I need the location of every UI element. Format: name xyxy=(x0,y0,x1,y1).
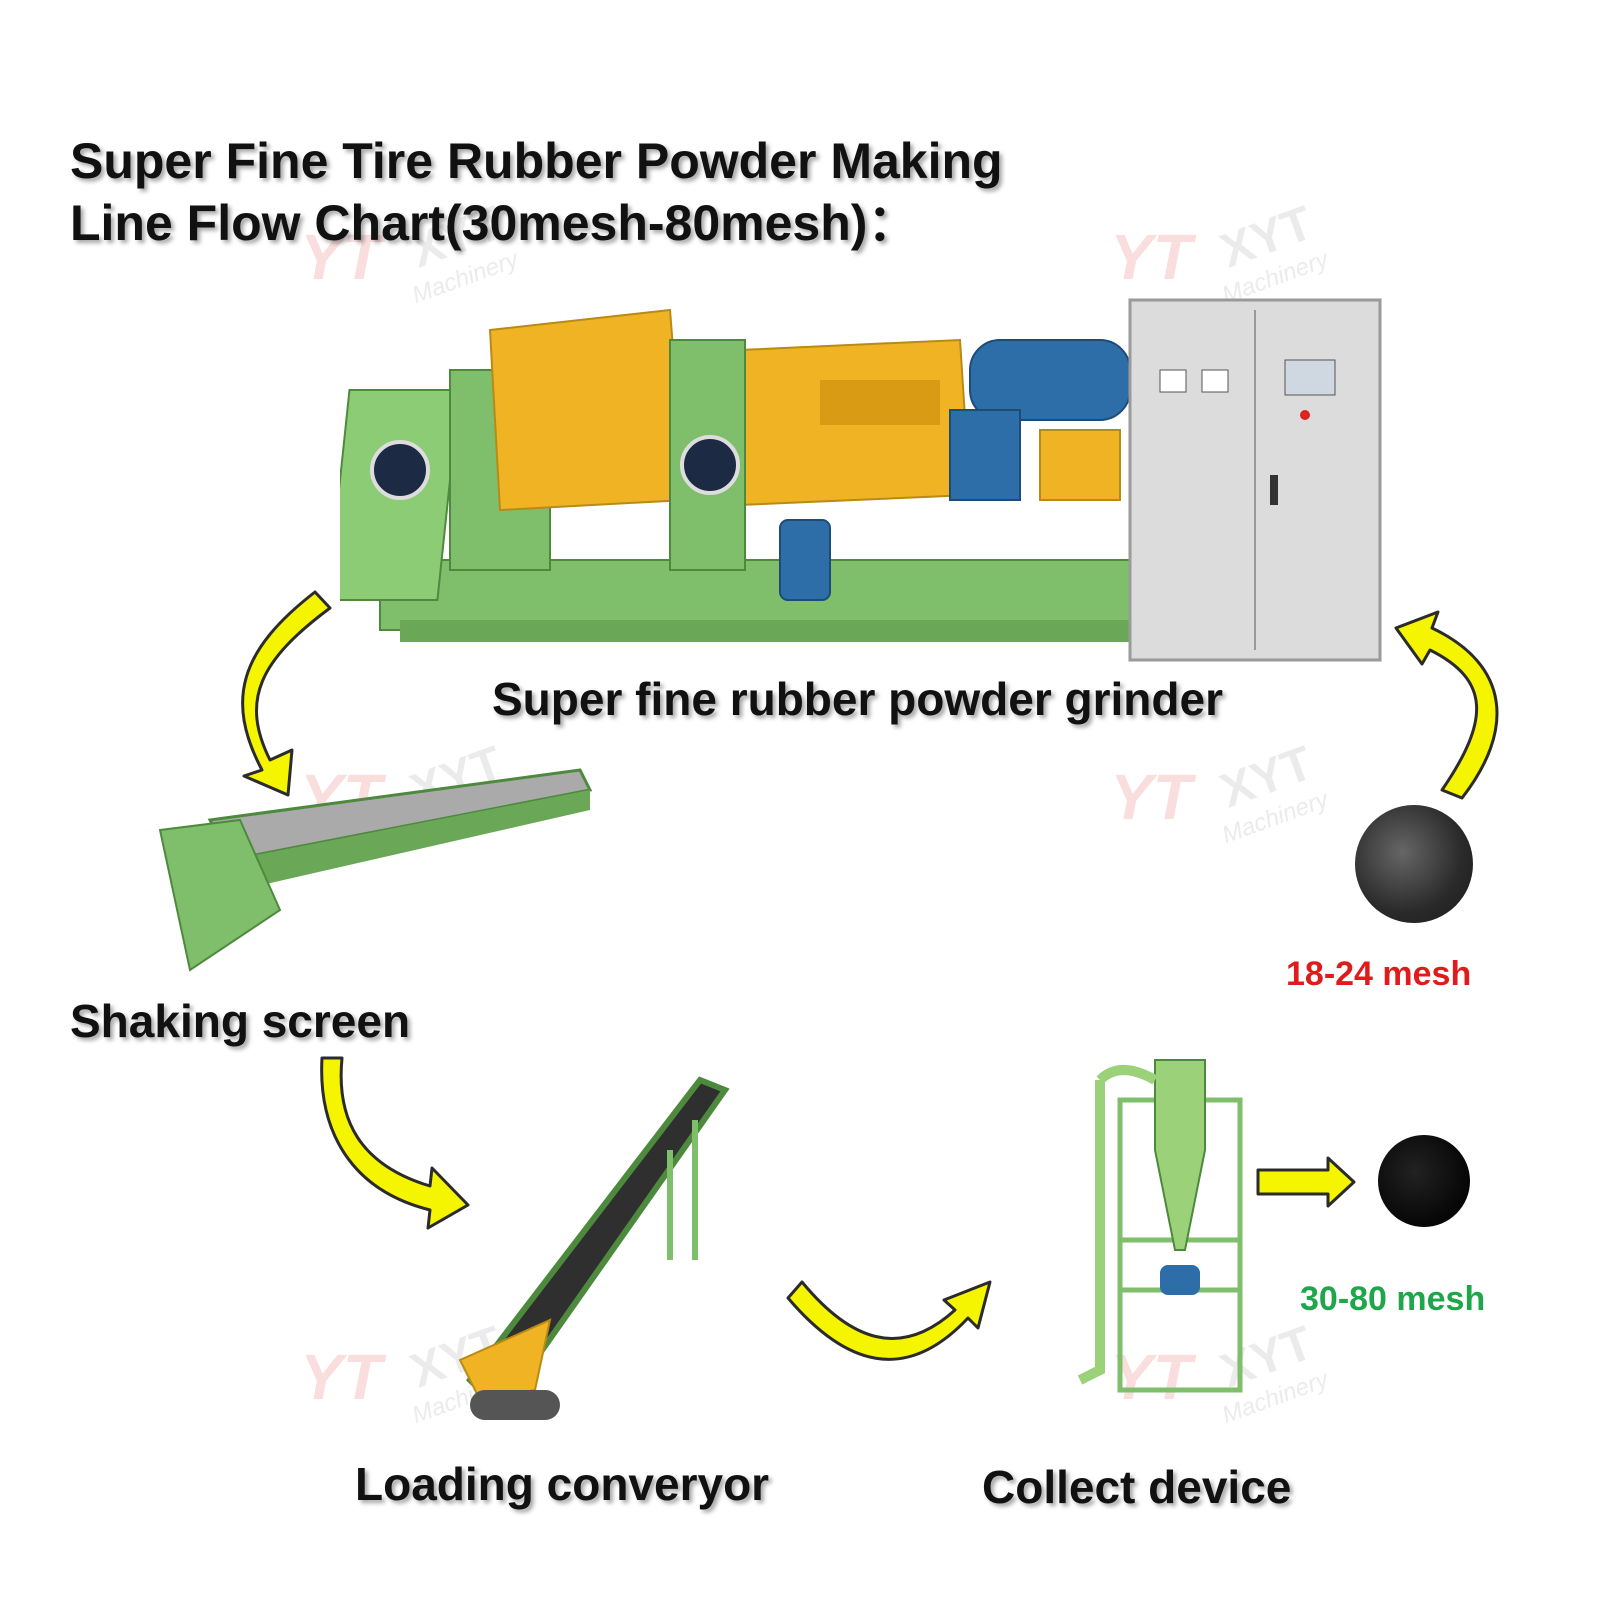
page-title: Super Fine Tire Rubber Powder Making Lin… xyxy=(70,130,1003,254)
loading-conveyor-image xyxy=(458,1076,730,1420)
arrow-coarse-to-grinder xyxy=(1394,610,1499,800)
collect-device-label: Collect device xyxy=(982,1461,1292,1513)
fine-mesh-label: 30-80 mesh xyxy=(1300,1280,1486,1318)
loading-conveyor-label: Loading converyor xyxy=(355,1458,770,1510)
arrow-grinder-to-screen xyxy=(241,590,332,797)
arrow-conveyor-to-collector xyxy=(786,1280,992,1361)
rubber-powder-grinder-image xyxy=(340,298,1382,662)
title-line-2: Line Flow Chart(30mesh-80mesh)： xyxy=(70,195,918,251)
arrow-collector-to-fine xyxy=(1256,1156,1356,1208)
coarse-mesh-label: 18-24 mesh xyxy=(1286,955,1472,993)
arrow-screen-to-conveyor xyxy=(320,1056,470,1230)
fine-powder-image xyxy=(1378,1135,1470,1227)
shaking-screen-image xyxy=(158,768,593,972)
collect-device-image xyxy=(1077,1059,1243,1393)
coarse-powder-image xyxy=(1355,805,1473,923)
title-line-1: Super Fine Tire Rubber Powder Making xyxy=(70,133,1003,189)
shaking-screen-label: Shaking screen xyxy=(70,995,411,1047)
grinder-label: Super fine rubber powder grinder xyxy=(492,673,1223,725)
